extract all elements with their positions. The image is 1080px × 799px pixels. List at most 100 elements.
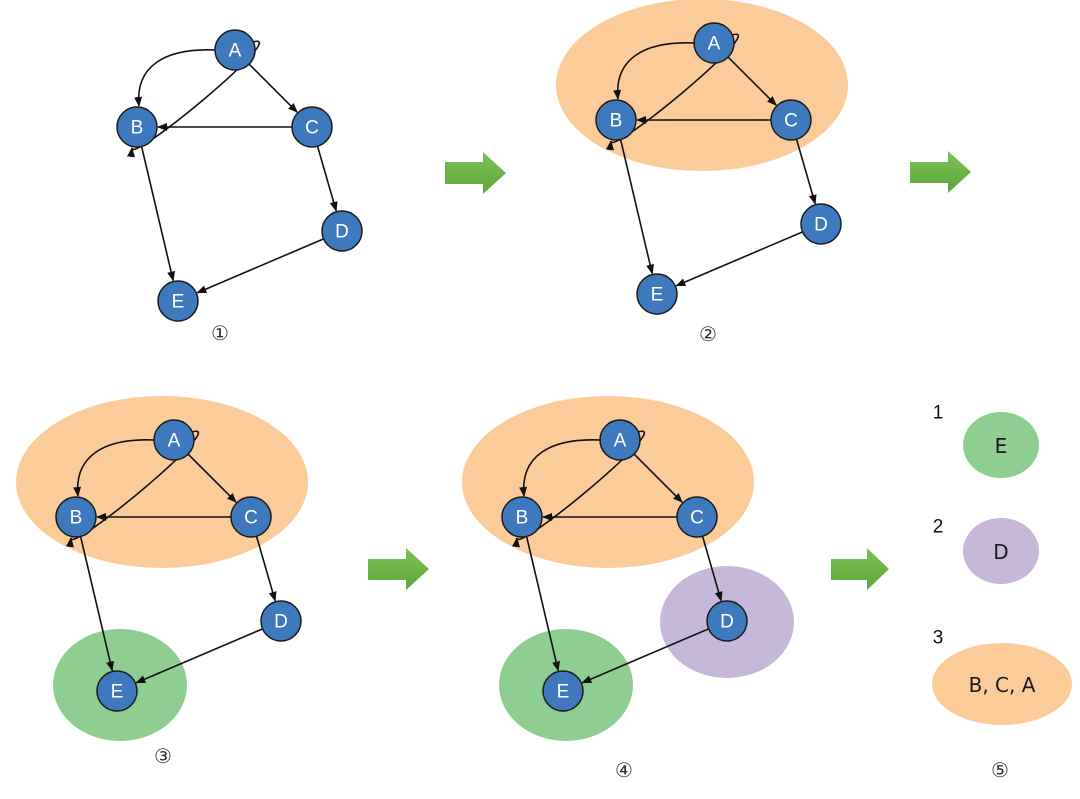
node-circle (693, 22, 735, 64)
step-label-1: ① (211, 321, 229, 345)
node-circle (770, 99, 812, 141)
panel-step-3: A B C D E (16, 396, 308, 741)
node-d: D (800, 203, 842, 245)
step-label-4: ④ (615, 758, 633, 782)
scc-members: B, C, A (969, 673, 1036, 697)
scc-ellipse-orange (16, 396, 308, 568)
node-label: D (814, 215, 828, 236)
node-a: A (214, 29, 256, 71)
node-label: B (610, 111, 623, 132)
step-label-2: ② (699, 322, 717, 346)
node-label: B (70, 508, 83, 529)
transition-arrow-icon (445, 152, 506, 194)
scc-members: D (993, 540, 1008, 564)
node-circle (676, 496, 718, 538)
node-circle (116, 106, 158, 148)
node-label: E (111, 682, 124, 703)
node-label: B (516, 508, 529, 529)
order-index: 2 (933, 517, 944, 538)
edge-d-to-e (581, 628, 709, 684)
node-e: E (157, 280, 199, 322)
edge-a-to-c (248, 63, 298, 113)
node-b: B (55, 496, 97, 538)
node-label: D (335, 222, 349, 243)
edge-a-to-b (73, 439, 155, 497)
transition-arrow-icon (910, 151, 971, 193)
node-circle (706, 600, 748, 642)
edge-c-to-d (795, 138, 817, 205)
edge-d-to-e (675, 231, 803, 287)
node-label: E (651, 285, 664, 306)
result-item-2: 2 D (933, 517, 1039, 584)
node-label: A (168, 431, 181, 452)
node-b: B (501, 496, 543, 538)
step-label-3: ③ (154, 744, 172, 768)
node-c: C (676, 496, 718, 538)
scc-ellipse-orange (932, 643, 1072, 725)
node-b: B (116, 106, 158, 148)
node-circle (214, 29, 256, 71)
edge-a-to-b (519, 439, 601, 497)
node-label: A (229, 41, 242, 62)
node-d: D (260, 600, 302, 642)
edge-c-to-d (255, 535, 277, 602)
node-a: A (599, 419, 641, 461)
edge-b-to-e (140, 146, 176, 282)
node-circle (55, 496, 97, 538)
edge-d-to-e (196, 238, 324, 294)
panel-step-1: A B C D E (116, 29, 363, 322)
node-a: A (693, 22, 735, 64)
node-c: C (770, 99, 812, 141)
transition-arrow-icon (368, 548, 429, 590)
edge-c-to-d (701, 535, 723, 602)
node-label: C (244, 508, 258, 529)
edge-a-to-c (187, 453, 237, 503)
node-label: A (614, 431, 627, 452)
order-index: 3 (933, 628, 944, 649)
node-circle (157, 280, 199, 322)
scc-ellipse-green (963, 412, 1039, 478)
edge-b-to-e (79, 536, 115, 672)
node-e: E (542, 670, 584, 712)
edge-d-to-e (135, 628, 263, 684)
node-d: D (321, 210, 363, 252)
edge-c-to-d (316, 145, 338, 212)
edge-a-to-c (633, 453, 683, 503)
transition-arrow-icon (831, 548, 889, 590)
panel-step-4: A B C D E (462, 396, 794, 741)
order-index: 1 (933, 403, 944, 424)
panel-step-2: A B C D E (556, 0, 848, 315)
node-circle (636, 273, 678, 315)
edge-a-to-b (134, 49, 216, 107)
node-circle (800, 203, 842, 245)
node-e: E (96, 670, 138, 712)
node-e: E (636, 273, 678, 315)
node-label: C (305, 118, 319, 139)
scc-ellipse-orange (462, 396, 754, 568)
scc-ellipse-orange (556, 0, 848, 171)
scc-members: E (995, 434, 1008, 458)
edge-b-to-e (525, 536, 561, 672)
node-label: C (784, 111, 798, 132)
scc-ellipse-purple (963, 518, 1039, 584)
result-item-1: 1 E (933, 403, 1039, 478)
node-circle (321, 210, 363, 252)
edge-b-to-e (619, 139, 655, 275)
node-label: A (708, 34, 721, 55)
node-circle (96, 670, 138, 712)
node-label: E (172, 292, 185, 313)
node-circle (291, 106, 333, 148)
node-label: D (720, 612, 734, 633)
edge-a-to-c (727, 56, 777, 106)
node-d: D (706, 600, 748, 642)
node-circle (230, 496, 272, 538)
node-a: A (153, 419, 195, 461)
result-panel: 1 E 2 D 3 B, C, A (932, 403, 1072, 725)
result-item-3: 3 B, C, A (932, 628, 1072, 725)
node-b: B (595, 99, 637, 141)
node-circle (501, 496, 543, 538)
node-label: D (274, 612, 288, 633)
node-label: E (557, 682, 570, 703)
node-label: C (690, 508, 704, 529)
